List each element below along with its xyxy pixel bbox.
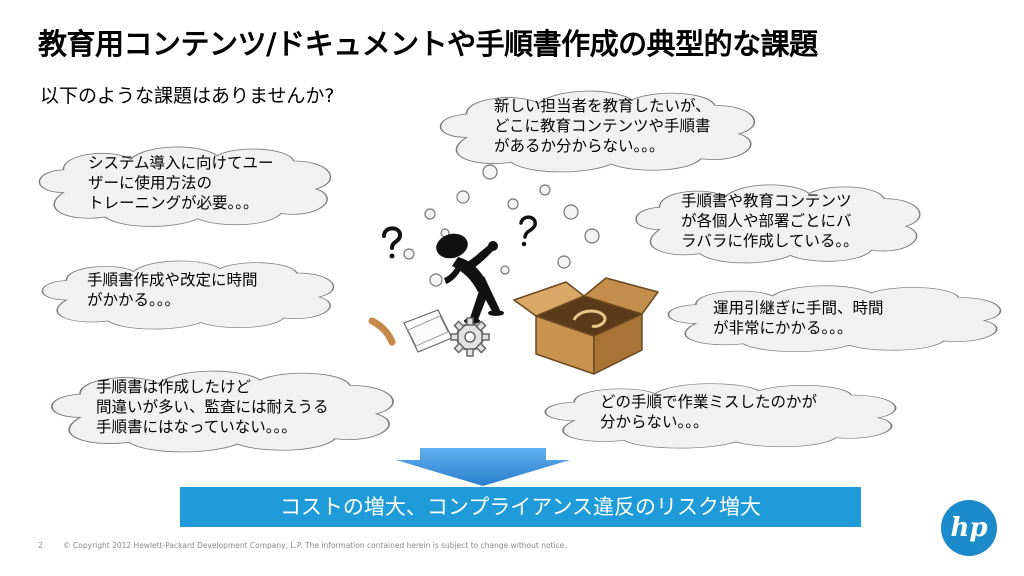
copyright-text: © Copyright 2012 Hewlett-Packard Develop… — [63, 541, 567, 550]
cloud-text-3: 手順書や教育コンテンツ が各個人や部署ごとにバ ラバラに作成している。。 — [681, 192, 859, 250]
page-title: 教育用コンテンツ/ドキュメントや手順書作成の典型的な課題 — [38, 27, 818, 61]
cloud-text-4: 手順書作成や改定に時間 がかかる。。。 — [87, 271, 258, 309]
gear-icon — [450, 317, 490, 357]
footer: 2 © Copyright 2012 Hewlett-Packard Devel… — [38, 541, 567, 550]
conclusion-banner: コストの増大、コンプライアンス違反のリスク増大 — [180, 487, 861, 527]
confused-person-icon — [436, 233, 504, 324]
page-subtitle: 以下のような課題はありませんか? — [40, 85, 335, 107]
cloud-text-1: 新しい担当者を教育したいが、 どこに教育コンテンツや手順書 があるか分からない。… — [494, 97, 711, 155]
question-mark-icon — [519, 215, 537, 247]
cloud-text-5: 運用引継ぎに手間、時間 が非常にかかる。。。 — [713, 299, 884, 337]
cloud-text-2: システム導入に向けてユー ザーに使用方法の トレーニングが必要。。。 — [88, 154, 274, 212]
thought-bubbles — [403, 164, 627, 296]
logo-text: hp — [950, 513, 988, 543]
page-number: 2 — [38, 541, 43, 550]
question-mark-icon — [382, 226, 403, 259]
cloud-text-6: 手順書は作成したけど 間違いが多い、監査には耐えうる 手順書にはなっていない。。… — [96, 378, 329, 436]
hp-logo-icon: hp — [941, 500, 997, 556]
open-box-icon — [513, 277, 659, 375]
paper-sheet-icon — [368, 309, 453, 353]
cloud-text-7: どの手順で作業ミスしたのかが 分からない。。。 — [600, 393, 818, 431]
down-arrow-icon — [396, 448, 570, 486]
